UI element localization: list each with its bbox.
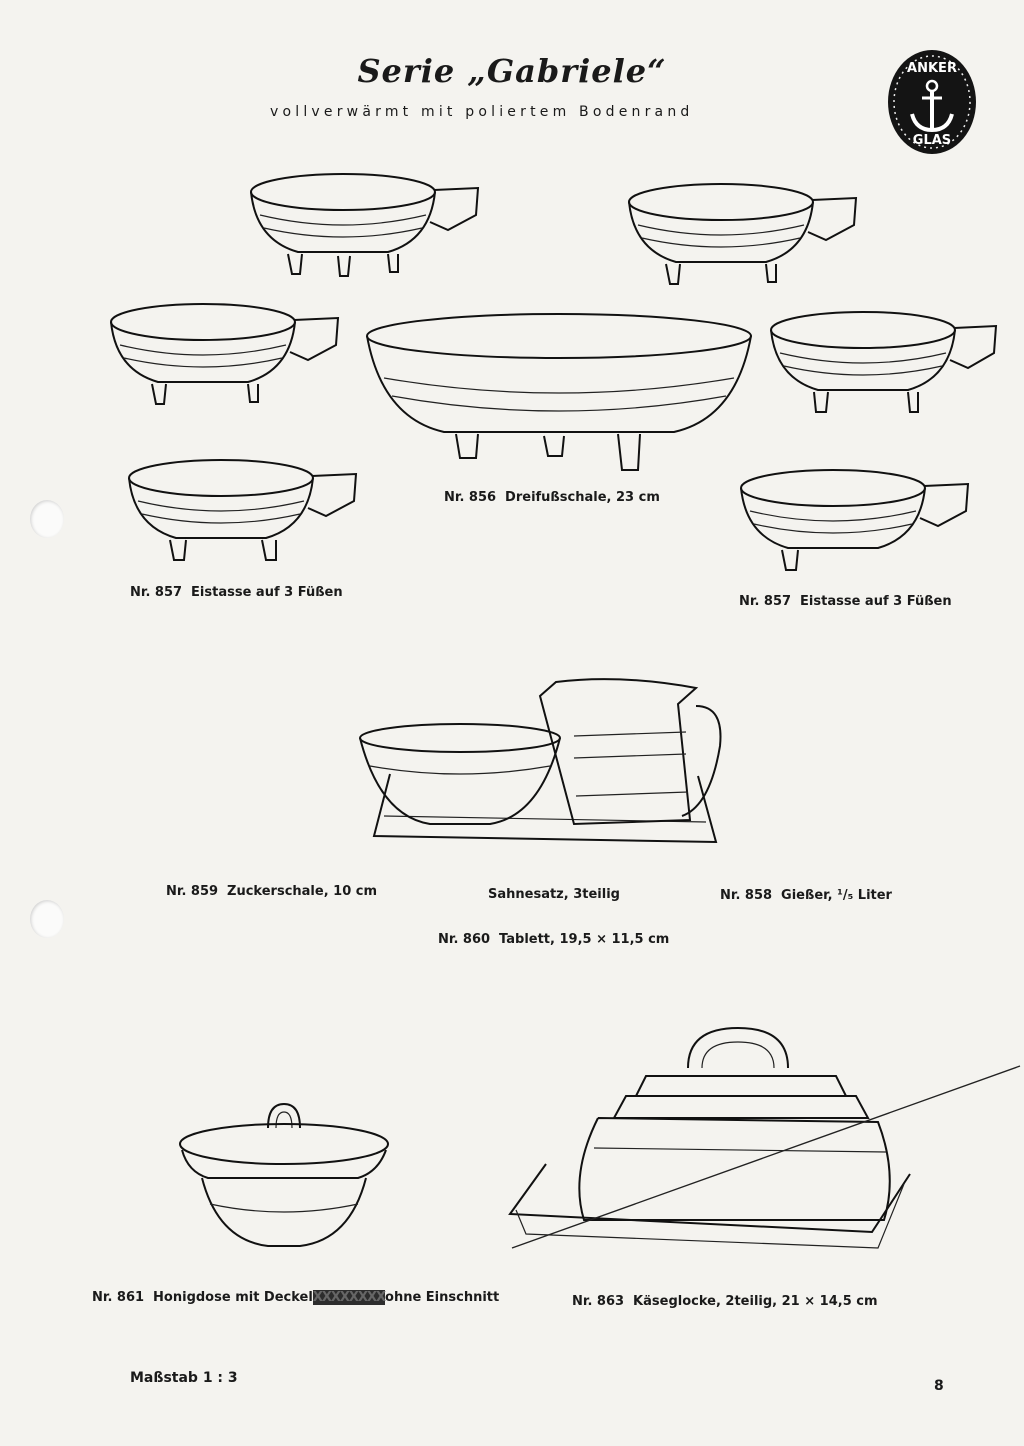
- kaeseglocke-drawing: [508, 1026, 911, 1249]
- caption-nr856: Nr. 856 Dreifußschale, 23 cm: [444, 490, 660, 505]
- item-label: Honigdose mit Deckel: [153, 1290, 313, 1305]
- item-label: Käseglocke, 2teilig, 21 × 14,5 cm: [633, 1294, 878, 1309]
- caption-nr860: Nr. 860 Tablett, 19,5 × 11,5 cm: [438, 932, 669, 947]
- item-label: Zuckerschale, 10 cm: [227, 884, 378, 899]
- caption-nr863: Nr. 863 Käseglocke, 2teilig, 21 × 14,5 cm: [572, 1294, 878, 1309]
- item-number: Nr. 858: [720, 888, 773, 903]
- item-number: Nr. 856: [444, 490, 497, 505]
- item-number: Nr. 857: [739, 594, 792, 609]
- caption-nr857-right: Nr. 857 Eistasse auf 3 Füßen: [739, 594, 952, 609]
- eistasse-drawing: [628, 183, 858, 285]
- item-number: Nr. 859: [166, 884, 219, 899]
- dreifussschale-drawing: [366, 313, 752, 471]
- punch-hole: [30, 500, 64, 538]
- eistasse-drawing: [770, 311, 998, 413]
- punch-hole: [30, 900, 64, 938]
- anker-glas-logo: ANKER GLAS: [888, 50, 976, 154]
- caption-nr857-left: Nr. 857 Eistasse auf 3 Füßen: [130, 585, 343, 600]
- item-number: Nr. 863: [572, 1294, 625, 1309]
- caption-nr861: Nr. 861 Honigdose mit DeckelXXXXXXXXohne …: [92, 1290, 499, 1305]
- page-title: Serie „Gabriele“: [357, 52, 667, 90]
- item-label: Eistasse auf 3 Füßen: [800, 594, 952, 609]
- eistasse-drawing: [250, 173, 480, 277]
- caption-nr859: Nr. 859 Zuckerschale, 10 cm: [166, 884, 377, 899]
- caption-sahnesatz: Sahnesatz, 3teilig: [488, 887, 620, 902]
- item-label: Dreifußschale, 23 cm: [505, 490, 660, 505]
- eistasse-drawing: [128, 459, 358, 561]
- item-number: Nr. 857: [130, 585, 183, 600]
- page-number: 8: [934, 1378, 944, 1394]
- sahnesatz-drawing: [359, 678, 722, 844]
- struck-text: XXXXXXXX: [312, 1290, 386, 1305]
- item-label-after: ohne Einschnitt: [385, 1290, 500, 1305]
- item-label: Tablett, 19,5 × 11,5 cm: [499, 932, 670, 947]
- svg-text:ANKER: ANKER: [907, 61, 957, 76]
- eistasse-drawing: [110, 303, 340, 405]
- honigdose-drawing: [179, 1102, 389, 1247]
- item-label: Sahnesatz, 3teilig: [488, 887, 620, 902]
- svg-text:GLAS: GLAS: [913, 133, 951, 148]
- item-number: Nr. 861: [92, 1290, 145, 1305]
- page-subtitle: vollverwärmt mit poliertem Bodenrand: [270, 104, 694, 120]
- item-number: Nr. 860: [438, 932, 491, 947]
- eistasse-drawing: [740, 469, 970, 571]
- scale-note: Maßstab 1 : 3: [130, 1370, 238, 1386]
- caption-nr858: Nr. 858 Gießer, ¹/₅ Liter: [720, 888, 892, 903]
- item-label: Eistasse auf 3 Füßen: [191, 585, 343, 600]
- item-label: Gießer, ¹/₅ Liter: [781, 888, 892, 903]
